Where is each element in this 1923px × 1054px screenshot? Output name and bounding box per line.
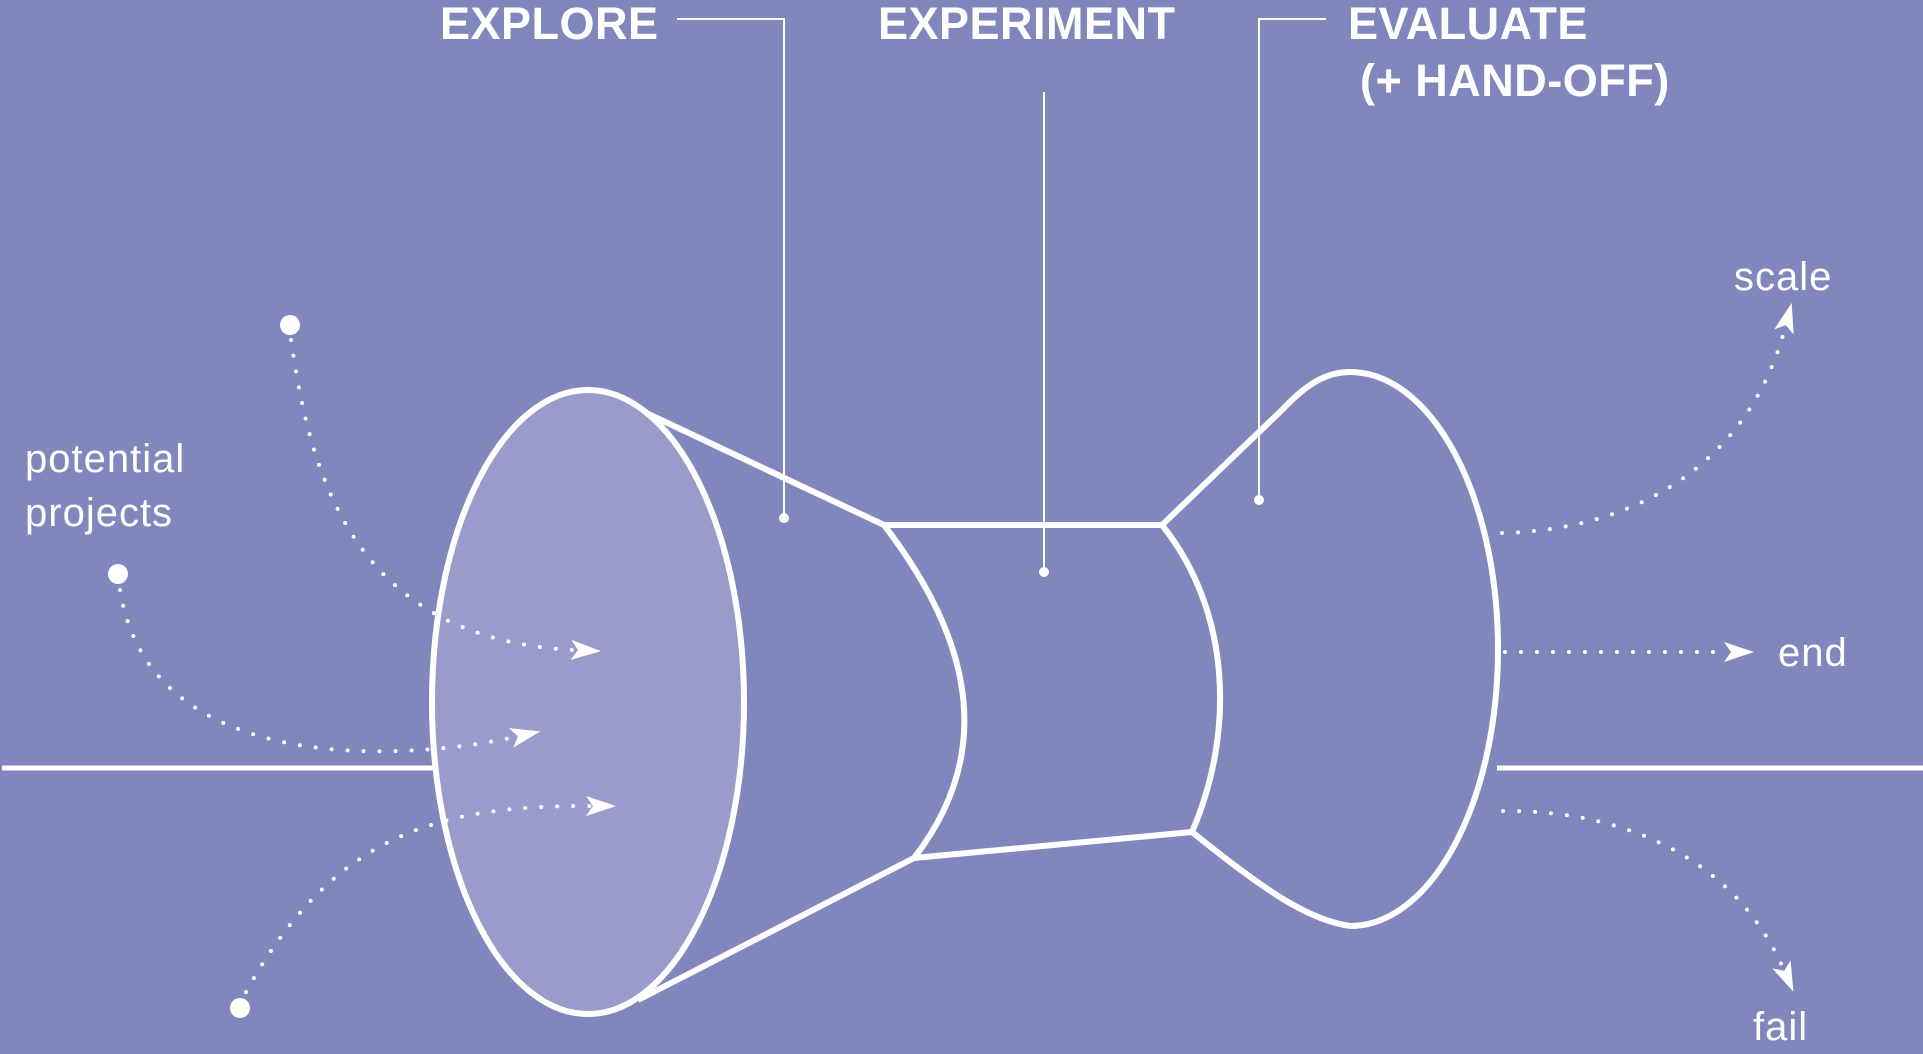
explore-leader-line [677,18,785,518]
project-start-dot-bottom [230,998,250,1018]
evaluate-leader-line [1258,18,1326,500]
evaluate-section-bottom-edge [1190,829,1351,929]
outcome-label-fail: fail [1753,1005,1808,1049]
incoming-path-top [289,338,601,660]
funnel-mouth [429,387,747,1017]
experiment-section-bottom-edge [913,829,1193,861]
evaluate-section-outline [1279,368,1501,929]
evaluate-section-top-edge [1159,407,1285,528]
outcome-path-fail [1501,808,1794,992]
evaluate-leader-dot [1254,495,1264,505]
explore-section-bottom-edge [636,855,916,1003]
incoming-path-bottom [244,795,616,994]
explore-leader-dot [779,513,789,523]
experiment-heading: EXPERIMENT [878,0,1176,49]
project-start-dot-middle [108,564,128,584]
explore-section-back-ring [881,523,968,860]
explore-heading: EXPLORE [440,0,659,49]
explore-section-top-edge [638,407,886,528]
potential-projects-label-line1: potential [25,437,185,481]
evaluate-heading: EVALUATE [1348,0,1588,49]
outcome-label-scale: scale [1734,255,1832,299]
outcome-label-end: end [1778,631,1848,675]
experiment-leader-dot [1039,567,1049,577]
outcome-path-scale [1500,302,1794,535]
potential-projects-label-line2: projects [25,491,173,535]
project-start-dot-top [280,315,300,335]
experiment-section-back-ring [1159,523,1224,834]
evaluate-heading-subline: (+ HAND-OFF) [1360,55,1670,106]
